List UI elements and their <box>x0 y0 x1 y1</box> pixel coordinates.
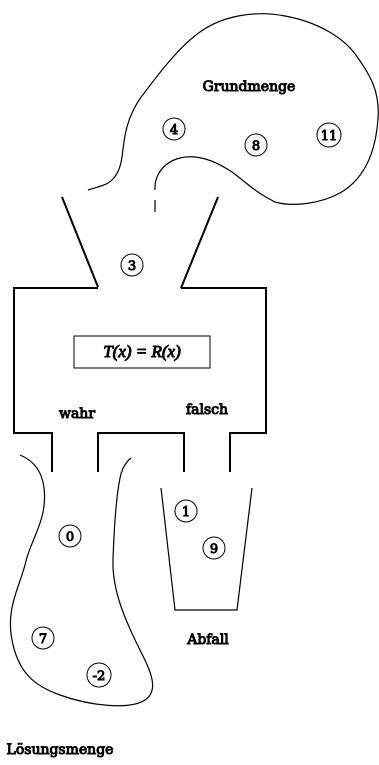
svg-text:11: 11 <box>321 129 338 144</box>
label-loesungsmenge: Lösungsmenge <box>7 742 114 758</box>
element-11: 11 <box>316 122 342 148</box>
label-wahr: wahr <box>59 406 95 422</box>
svg-text:9: 9 <box>210 542 218 557</box>
element-9: 9 <box>202 536 226 560</box>
svg-text:0: 0 <box>66 530 74 545</box>
abfall-bucket <box>160 487 253 611</box>
element-7: 7 <box>31 626 55 650</box>
element-8: 8 <box>244 133 268 157</box>
element-1: 1 <box>174 499 198 523</box>
svg-text:8: 8 <box>252 139 260 154</box>
svg-text:-2: -2 <box>93 669 106 684</box>
svg-text:4: 4 <box>170 123 178 138</box>
element-minus-2: -2 <box>86 662 112 688</box>
formula-box <box>73 335 211 369</box>
funnel-left-wall <box>61 196 99 288</box>
machine-body <box>13 287 267 472</box>
element-0: 0 <box>58 524 82 548</box>
label-falsch: falsch <box>186 402 228 418</box>
funnel-right-wall <box>180 196 219 289</box>
svg-text:1: 1 <box>182 505 190 520</box>
grundmenge-blob <box>87 13 379 205</box>
loesungsmenge-blob <box>9 454 154 707</box>
label-abfall: Abfall <box>186 632 229 648</box>
element-4: 4 <box>162 117 186 141</box>
svg-text:7: 7 <box>39 632 47 647</box>
label-grundmenge: Grundmenge <box>203 79 296 95</box>
svg-text:3: 3 <box>128 259 136 274</box>
formula: T(x) = R(x) <box>103 342 181 361</box>
element-3: 3 <box>120 253 144 277</box>
